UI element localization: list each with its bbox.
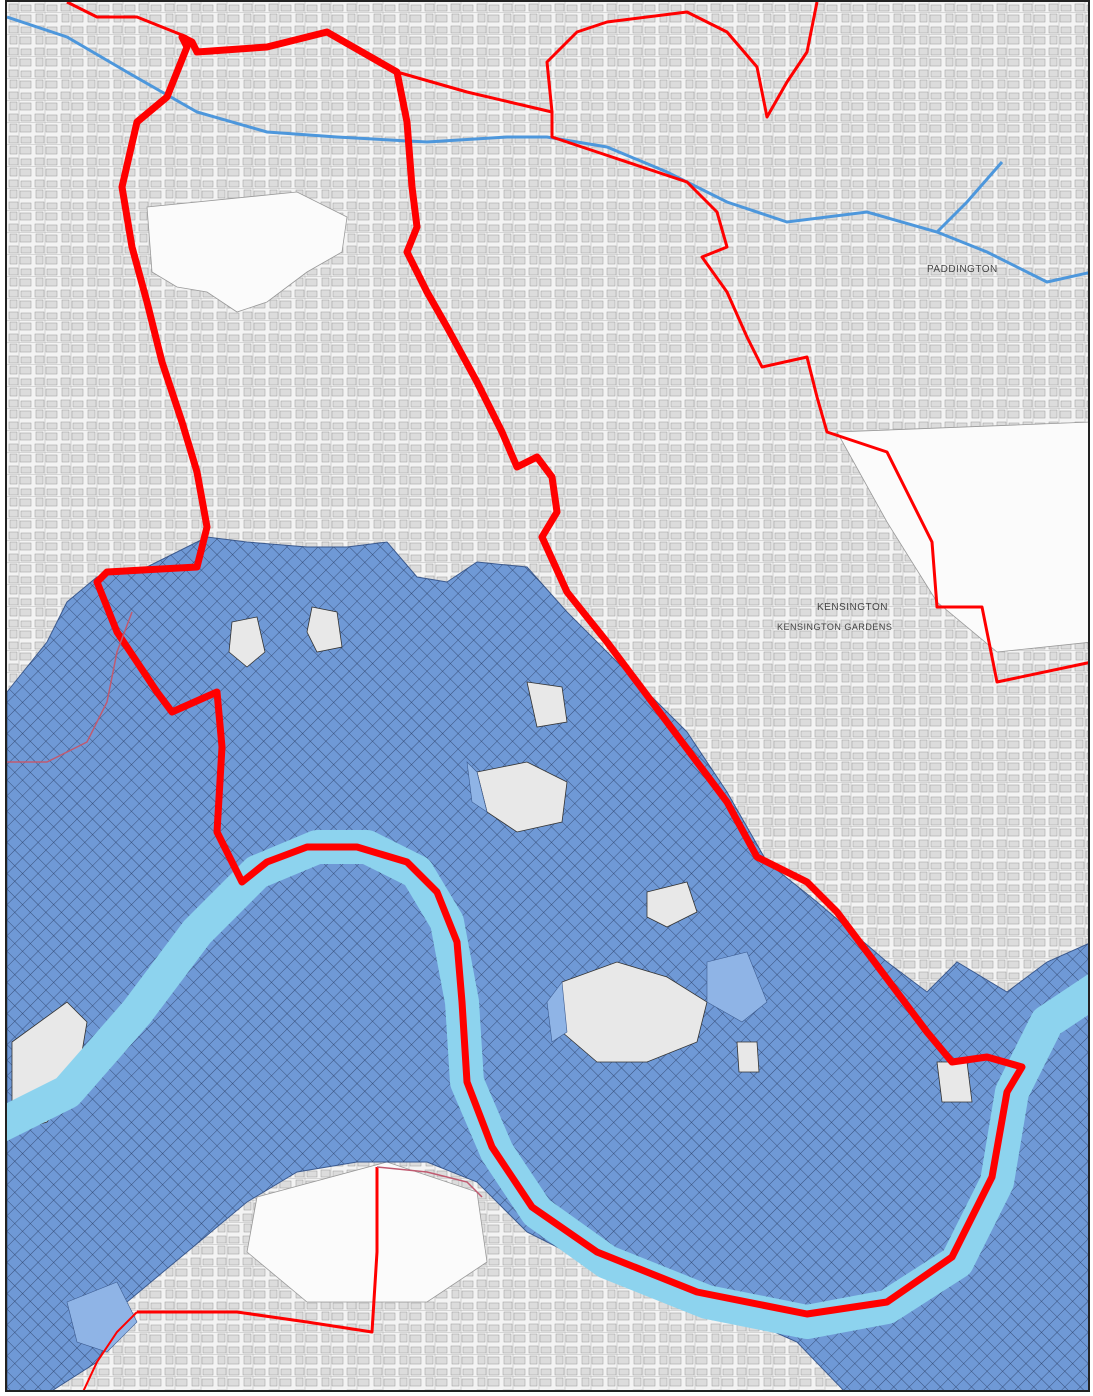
dry-islands: [11, 606, 973, 1133]
boundary-faint-west: [7, 611, 133, 763]
flood-zone-light-patches: [66, 761, 768, 1353]
map-canvas[interactable]: [7, 2, 1090, 1392]
flood-zone: [7, 536, 1088, 1390]
canal-branch: [935, 161, 1004, 234]
boundary-thin: [66, 2, 1088, 1334]
place-label-kensington-gardens: KENSINGTON GARDENS: [777, 622, 893, 632]
place-label-paddington: PADDINGTON: [927, 264, 998, 275]
boundary-thick: [93, 28, 1026, 1318]
boundary-red-southwest: [82, 1311, 138, 1390]
canal: [7, 15, 1088, 284]
place-label-kensington: KENSINGTON: [817, 602, 888, 613]
boundary-faint-south: [376, 1166, 483, 1198]
open-space-scrubs: [146, 191, 348, 313]
map-frame[interactable]: PADDINGTON KENSINGTON KENSINGTON GARDENS: [5, 0, 1090, 1392]
open-space-south: [246, 1161, 488, 1303]
